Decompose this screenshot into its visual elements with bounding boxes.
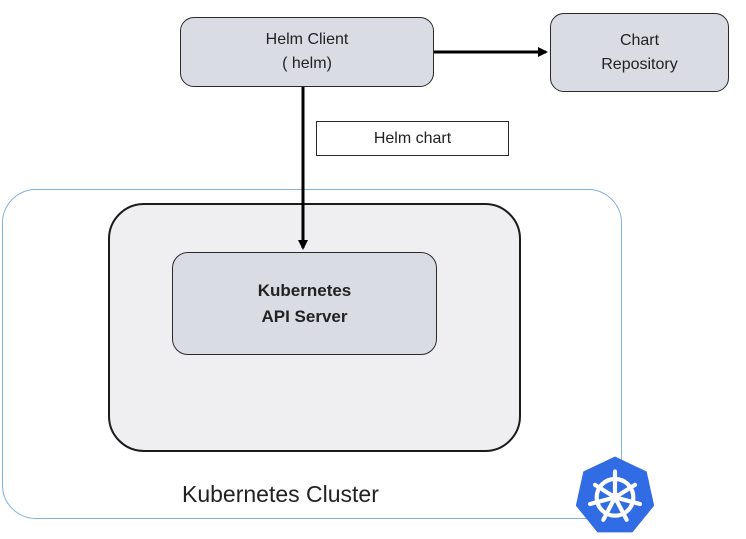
chart-repository-node: Chart Repository xyxy=(550,13,729,92)
api-server-title-line1: Kubernetes xyxy=(257,280,352,300)
helm-client-title: Helm Client xyxy=(265,31,349,48)
chart-repository-title-line2: Repository xyxy=(601,55,678,73)
helm-client-node: Helm Client ( helm) xyxy=(180,17,434,87)
kubernetes-api-server-node: Kubernetes API Server xyxy=(172,252,437,355)
chart-repository-title-line1: Chart xyxy=(619,31,660,49)
helm-chart-edge-label: Helm chart xyxy=(316,121,509,156)
helm-client-subtitle: ( helm) xyxy=(282,55,332,72)
api-server-title-line2: API Server xyxy=(261,306,348,326)
kubernetes-cluster-label: Kubernetes Cluster xyxy=(182,481,379,507)
helm-chart-label-text: Helm chart xyxy=(373,129,452,147)
kubernetes-helm-wheel-icon xyxy=(575,456,655,533)
kubernetes-cluster-boundary xyxy=(2,189,622,519)
